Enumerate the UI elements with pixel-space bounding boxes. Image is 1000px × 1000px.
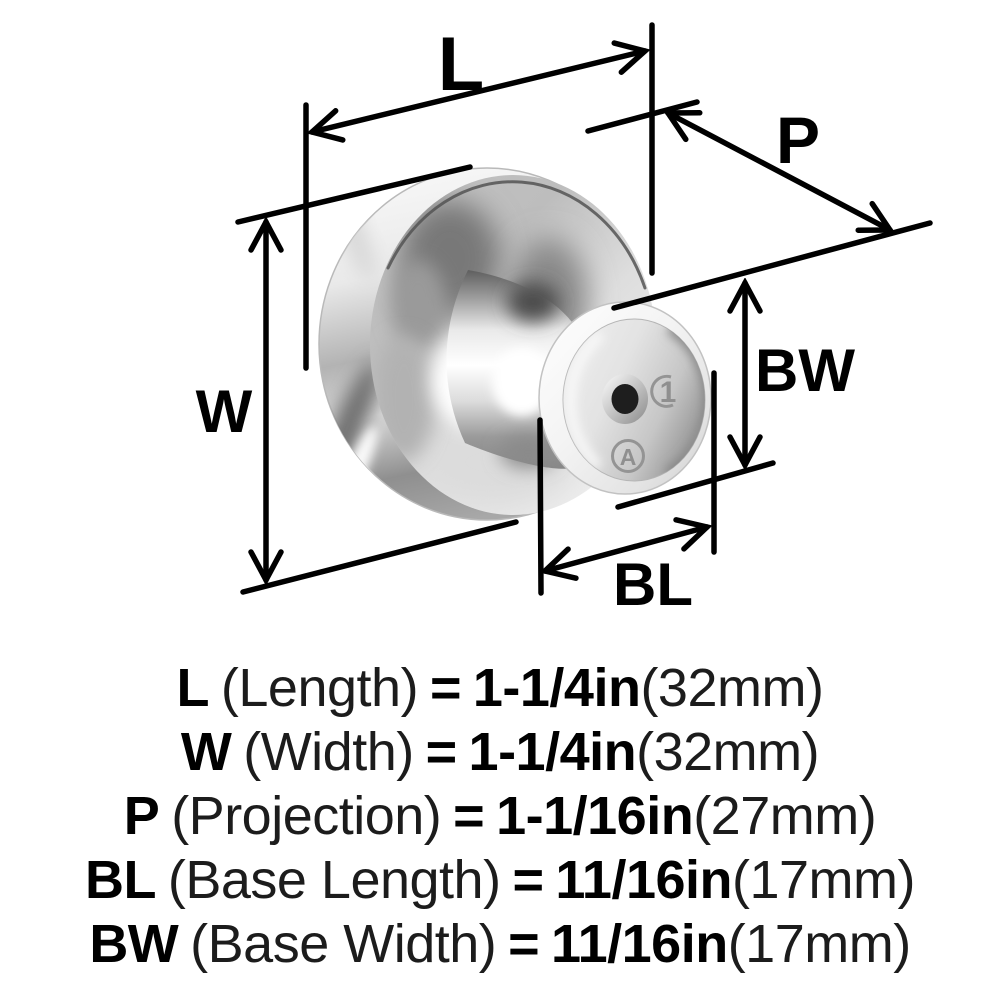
spec-name: (Width) [243,722,414,782]
spec-value: 1-1/4in [468,722,637,782]
ext-line-BL-left [537,417,544,596]
arrow-base-length [545,527,707,571]
ext-line-W-bottom [240,519,519,595]
spec-metric: (32mm) [636,722,820,782]
label-length: L [438,22,484,107]
spec-metric: (17mm) [727,914,912,974]
spec-symbol: L [176,658,210,718]
spec-line-projection: P(Projection)=1-1/16in(27mm) [0,784,1000,848]
spec-line-length: L(Length)=1-1/4in(32mm) [0,656,1000,720]
ext-line-P-bottom [611,220,933,311]
spec-value: 1-1/16in [496,786,694,846]
spec-line-width: W(Width)=1-1/4in(32mm) [0,720,1000,784]
spec-symbol: P [123,786,160,846]
label-base-length: BL [613,551,693,618]
ext-line-P-top [585,99,700,134]
label-base-width: BW [755,337,855,404]
spec-equals: = [429,658,462,718]
knob-base: 1 A [538,301,712,495]
spec-metric: (32mm) [640,658,824,718]
knob-illustration: 1 A [318,167,712,521]
spec-name: (Projection) [171,786,442,846]
engraving-logo: A [611,439,645,473]
knob-dimension-figure: 1 A L P W BW BL [196,22,933,618]
label-width: W [196,378,253,445]
spec-symbol: BW [89,914,179,974]
spec-equals: = [425,722,458,782]
screw-hole [602,374,648,424]
spec-name: (Base Width) [190,914,497,974]
arrow-length [312,51,645,132]
spec-value: 11/16in [555,850,732,910]
spec-equals: = [508,914,540,974]
arrow-projection [668,113,890,230]
spec-line-base-length: BL(Base Length)=11/16in(17mm) [0,848,1000,912]
spec-name: (Length) [220,658,419,718]
dimension-spec-list: L(Length)=1-1/4in(32mm) W(Width)=1-1/4in… [0,656,1000,976]
engraving-logo-text: A [620,444,637,470]
spec-metric: (27mm) [693,786,877,846]
ext-line-BW-bottom [615,460,776,510]
spec-name: (Base Length) [167,850,501,910]
ext-line-W-top [235,164,473,225]
spec-symbol: W [180,722,232,782]
spec-value: 11/16in [551,914,728,974]
spec-metric: (17mm) [732,850,916,910]
engraving-number: 1 [650,374,677,409]
engraving-number-text: 1 [660,376,677,409]
spec-line-base-width: BW(Base Width)=11/16in(17mm) [0,912,1000,976]
spec-equals: = [453,786,485,846]
spec-value: 1-1/4in [472,658,641,718]
dimension-lines [235,22,933,596]
spec-equals: = [512,850,544,910]
label-projection: P [776,103,820,177]
spec-symbol: BL [84,850,156,910]
